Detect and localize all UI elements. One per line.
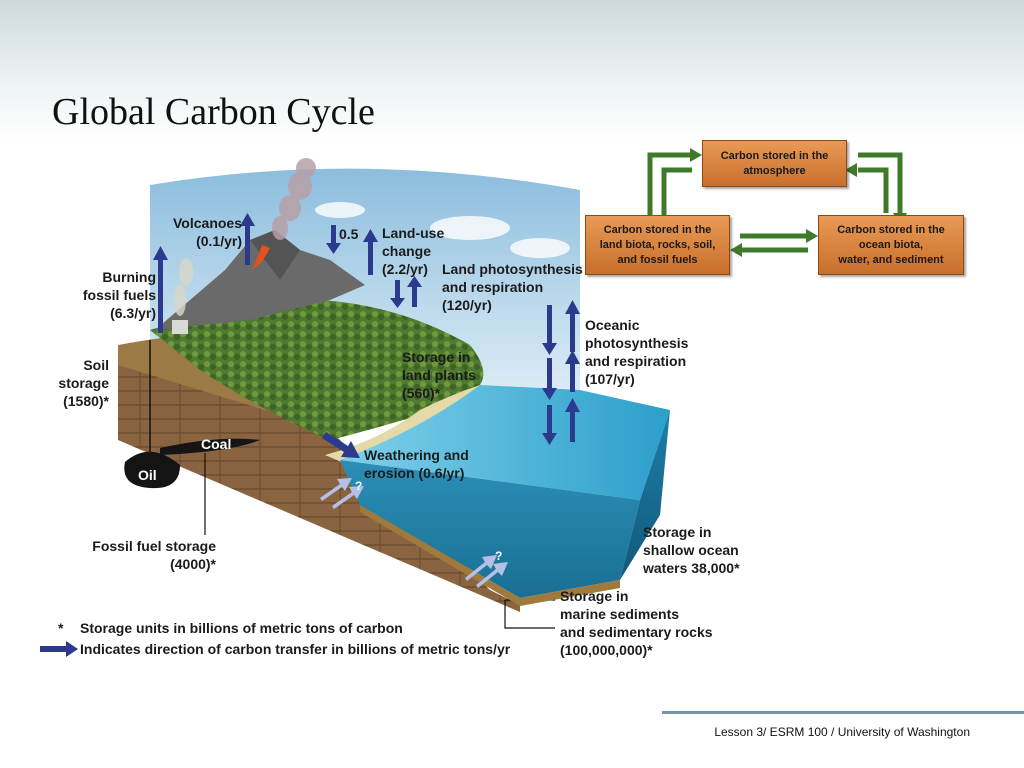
land-photosynthesis-label: Land photosynthesis and respiration (120… <box>442 261 583 313</box>
weathering-erosion-label: Weathering and erosion (0.6/yr) <box>364 447 469 481</box>
ocean-side <box>620 410 670 580</box>
oceanic-photosynthesis-label: Oceanic photosynthesis and respiration (… <box>585 317 689 387</box>
atmosphere-box: Carbon stored in the atmosphere <box>702 140 847 187</box>
storage-shallow-ocean-label: Storage in shallow ocean waters 38,000* <box>643 524 740 576</box>
unknown-flux-label-sediment: ? <box>495 549 503 563</box>
unknown-flux-arrows <box>320 478 508 588</box>
volcano-plume <box>272 158 316 240</box>
oil-label: Oil <box>138 467 157 483</box>
coal-label: Coal <box>201 436 232 452</box>
fossil-fuel-storage-label: Fossil fuel storage (4000)* <box>92 538 216 572</box>
mountain <box>155 230 365 330</box>
unknown-flux-label-shore: ? <box>355 479 363 493</box>
clouds <box>315 202 570 258</box>
footer-rule <box>662 711 1024 714</box>
storage-land-plants-label: Storage in land plants (560)* <box>402 349 476 401</box>
storage-marine-sediments-label: Storage in marine sediments and sediment… <box>560 588 713 658</box>
soil-storage-label: Soil storage (1580)* <box>58 357 109 409</box>
factory <box>172 320 188 334</box>
ocean-carbon-box: Carbon stored in the ocean biota, water,… <box>818 215 964 275</box>
legend-storage-units: Storage units in billions of metric tons… <box>80 620 403 636</box>
land-use-amount-label: 0.5 <box>339 226 359 242</box>
legend-arrow-meaning: Indicates direction of carbon transfer i… <box>80 641 511 657</box>
legend-asterisk-symbol: * <box>58 620 64 636</box>
forest-slope <box>150 300 484 440</box>
burning-fossil-fuels-label: Burning fossil fuels (6.3/yr) <box>82 269 156 321</box>
ocean-front <box>340 460 640 598</box>
slide-title: Global Carbon Cycle <box>52 91 375 133</box>
coal-seam <box>160 438 260 455</box>
land-use-change-label: Land-use change (2.2/yr) <box>382 225 445 277</box>
marine-sediment <box>360 505 620 606</box>
oil-pocket <box>124 451 180 489</box>
volcanoes-label: Volcanoes (0.1/yr) <box>173 215 242 249</box>
footer-text: Lesson 3/ ESRM 100 / University of Washi… <box>714 725 970 739</box>
ocean-surface <box>340 385 670 500</box>
land-carbon-box: Carbon stored in the land biota, rocks, … <box>585 215 730 275</box>
factory-smoke <box>174 258 193 316</box>
flux-arrows <box>40 213 580 657</box>
lava <box>252 245 270 270</box>
inset-cycle-arrows <box>647 152 903 253</box>
